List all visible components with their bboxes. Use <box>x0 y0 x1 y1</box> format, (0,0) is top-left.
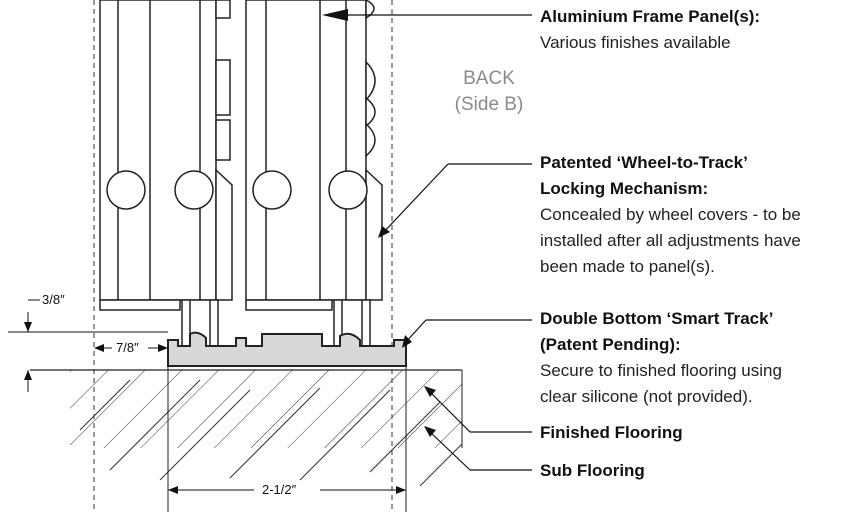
finished-flooring-slab <box>70 370 462 448</box>
guide-lines <box>93 0 393 512</box>
back-side-label: BACK <box>463 68 515 89</box>
frame-panel-desc: Various finishes available <box>540 33 731 52</box>
leader-lines <box>348 14 532 471</box>
left-frame-panel <box>99 0 233 356</box>
locking-desc-2: installed after all adjustments have <box>540 231 801 250</box>
dim-offset-label: 7/8″ <box>116 340 139 355</box>
track-desc-1: Secure to finished flooring using <box>540 361 782 380</box>
locking-title-1: Patented ‘Wheel-to-Track’ <box>540 153 748 172</box>
track-desc-2: clear silicone (not provided). <box>540 387 753 406</box>
finished-flooring-label: Finished Flooring <box>540 423 683 442</box>
track-title-2: (Patent Pending): <box>540 335 681 354</box>
right-frame-panel <box>245 0 383 356</box>
frame-panel-title: Aluminium Frame Panel(s): <box>540 7 760 26</box>
dimension-lines <box>8 299 406 491</box>
sub-flooring-label: Sub Flooring <box>540 461 645 480</box>
smart-track-profile <box>167 331 407 367</box>
locking-title-2: Locking Mechanism: <box>540 179 708 198</box>
sub-flooring-lines <box>79 379 463 487</box>
locking-desc-3: been made to panel(s). <box>540 257 715 276</box>
dim-height-label: 3/8″ <box>42 292 65 307</box>
track-title-1: Double Bottom ‘Smart Track’ <box>540 309 773 328</box>
dim-width-label: 2-1/2″ <box>262 482 297 497</box>
locking-desc-1: Concealed by wheel covers - to be <box>540 205 801 224</box>
back-side-sublabel: (Side B) <box>455 94 524 115</box>
